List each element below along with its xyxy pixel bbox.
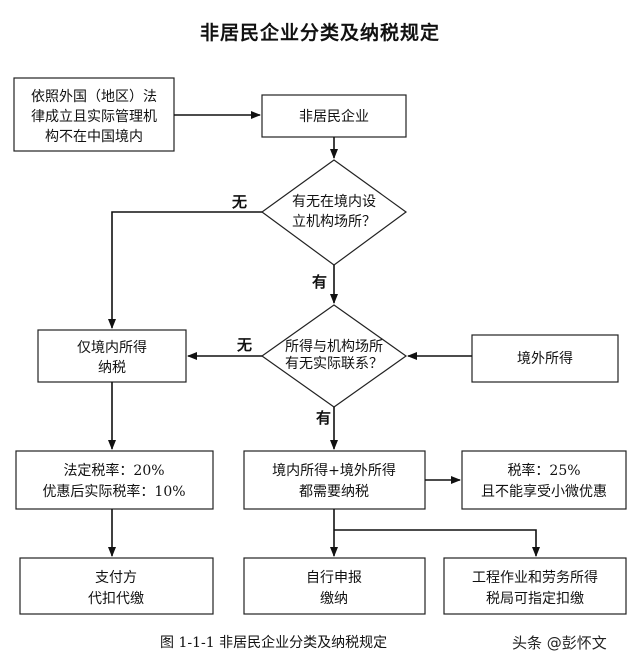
node-text-connection-line-1: 所得与机构场所 bbox=[285, 338, 383, 355]
node-text-engineering-line-1: 工程作业和劳务所得 bbox=[472, 569, 598, 586]
label-yes-1: 有 bbox=[312, 273, 327, 291]
box-payer bbox=[19, 557, 214, 615]
node-text-rates-line-1: 法定税率：20% bbox=[63, 462, 164, 479]
node-text-payer-line-1: 支付方 bbox=[95, 570, 137, 586]
node-text-domestic-only-line-2: 纳税 bbox=[98, 360, 126, 376]
node-text-rate25-line-1: 税率：25% bbox=[507, 462, 580, 479]
node-text-has-office-line-1: 有无在境内设 bbox=[292, 194, 376, 210]
node-text-nonresident-line-1: 非居民企业 bbox=[299, 108, 369, 125]
label-no-2: 无 bbox=[236, 336, 252, 354]
box-self-declare bbox=[243, 557, 426, 615]
node-text-domestic-only-line-1: 仅境内所得 bbox=[77, 339, 147, 356]
edge-both-to-engineering bbox=[334, 529, 540, 557]
node-text-self-declare-line-2: 缴纳 bbox=[320, 591, 348, 607]
page-title: 非居民企业分类及纳税规定 bbox=[199, 22, 440, 44]
box-rates bbox=[15, 450, 214, 510]
edge-decision1-no bbox=[108, 211, 262, 329]
node-text-self-declare-line-1: 自行申报 bbox=[306, 570, 362, 586]
node-text-has-office-line-2: 立机构场所？ bbox=[292, 214, 376, 230]
box-engineering bbox=[443, 557, 627, 615]
box-foreign-income bbox=[471, 334, 619, 383]
node-text-both-income-line-2: 都需要纳税 bbox=[299, 484, 369, 500]
decision-has-office bbox=[260, 159, 408, 266]
node-text-foreign-law-line-2: 律成立且实际管理机 bbox=[31, 109, 157, 125]
watermark: 头条 @彭怀文 bbox=[512, 634, 607, 652]
box-rate25 bbox=[461, 450, 627, 510]
label-no-1: 无 bbox=[231, 193, 247, 211]
node-text-payer-line-2: 代扣代缴 bbox=[88, 591, 144, 607]
box-domestic-only bbox=[37, 329, 187, 383]
node-text-connection-line-2: 有无实际联系？ bbox=[285, 356, 383, 372]
node-text-foreign-law-line-3: 构不在中国境内 bbox=[45, 129, 143, 145]
label-yes-2: 有 bbox=[316, 409, 331, 427]
box-both-income bbox=[243, 450, 426, 510]
node-text-foreign-income-line-1: 境外所得 bbox=[517, 350, 573, 367]
node-text-rate25-line-2: 且不能享受小微优惠 bbox=[481, 483, 607, 500]
figure-caption: 图 1-1-1 非居民企业分类及纳税规定 bbox=[160, 635, 388, 651]
node-text-engineering-line-2: 税局可指定扣缴 bbox=[486, 591, 584, 607]
node-text-both-income-line-1: 境内所得+境外所得 bbox=[272, 462, 396, 479]
node-text-rates-line-2: 优惠后实际税率：10% bbox=[42, 483, 185, 500]
node-text-foreign-law-line-1: 依照外国（地区）法 bbox=[31, 89, 157, 105]
